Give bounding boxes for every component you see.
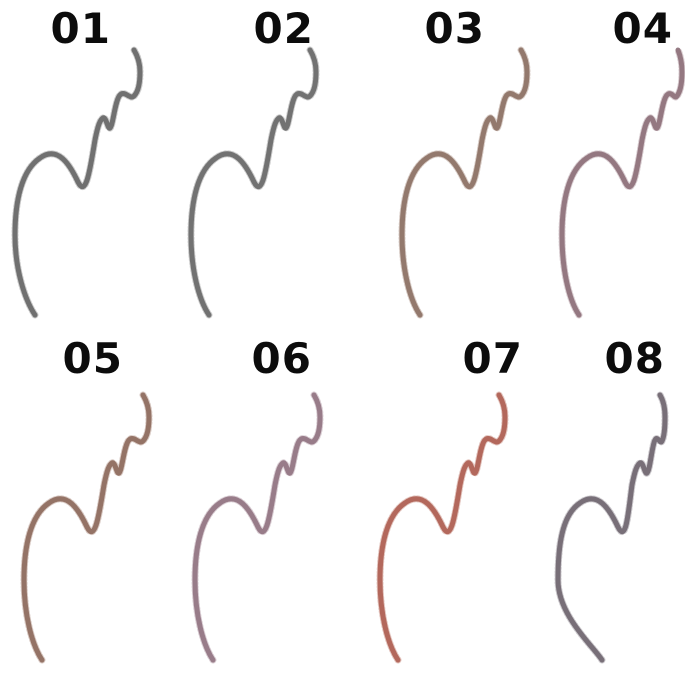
swatch-label: 01 xyxy=(50,4,111,53)
stroke-path xyxy=(559,47,685,318)
pencil-stroke-icon xyxy=(187,46,320,319)
pencil-stroke-icon xyxy=(20,391,153,664)
stroke-path xyxy=(192,392,323,663)
swatch-label: 05 xyxy=(62,334,123,383)
swatch-cell: 05 xyxy=(0,338,171,676)
stroke-path xyxy=(12,47,143,318)
swatch-label: 06 xyxy=(251,334,312,383)
pencil-stroke-icon xyxy=(11,46,144,319)
swatch-label: 08 xyxy=(604,334,665,383)
swatch-cell: 08 xyxy=(514,338,685,676)
swatch-cell: 06 xyxy=(171,338,342,676)
swatch-cell: 02 xyxy=(171,0,342,338)
swatch-label: 02 xyxy=(253,4,314,53)
stroke-path xyxy=(21,392,152,663)
stroke-path xyxy=(555,392,668,663)
pencil-stroke-icon xyxy=(398,46,531,319)
stroke-path xyxy=(188,47,319,318)
pencil-stroke-icon xyxy=(558,46,685,319)
stroke-texture xyxy=(558,46,685,319)
swatch-label: 03 xyxy=(424,4,485,53)
stroke-texture xyxy=(554,391,669,664)
pencil-stroke-icon xyxy=(376,391,509,664)
swatch-cell: 01 xyxy=(0,0,171,338)
stroke-texture xyxy=(187,46,320,319)
pencil-stroke-icon xyxy=(191,391,324,664)
swatch-cell: 07 xyxy=(342,338,522,676)
stroke-texture xyxy=(376,391,509,664)
stroke-path xyxy=(377,392,508,663)
swatch-label: 04 xyxy=(612,4,673,53)
stroke-texture xyxy=(20,391,153,664)
swatch-cell: 03 xyxy=(342,0,531,338)
swatch-label: 07 xyxy=(462,334,523,383)
stroke-texture xyxy=(11,46,144,319)
swatch-cell: 04 xyxy=(514,0,685,338)
stroke-texture xyxy=(191,391,324,664)
pencil-stroke-icon xyxy=(554,391,669,664)
stroke-path xyxy=(399,47,530,318)
stroke-texture xyxy=(398,46,531,319)
